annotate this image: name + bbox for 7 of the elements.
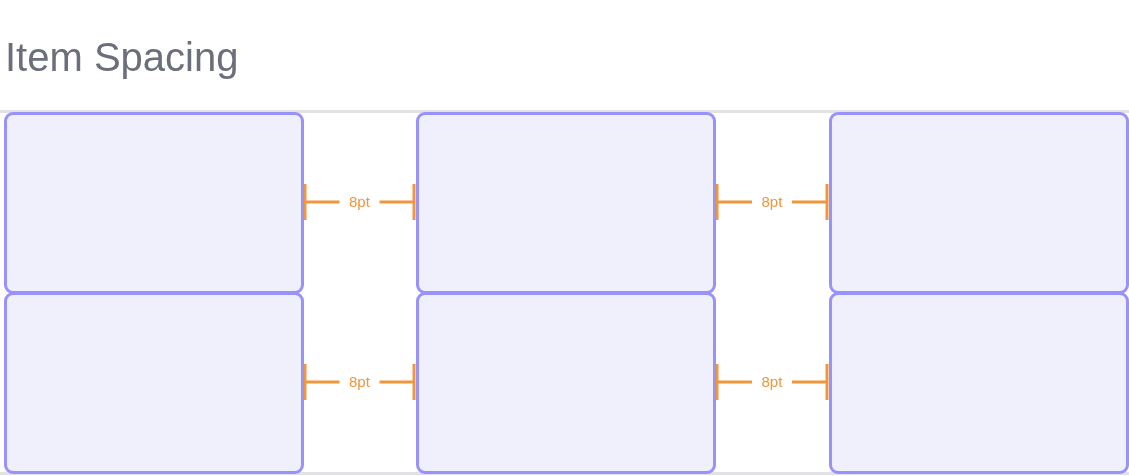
layout-box bbox=[416, 112, 716, 294]
layout-box bbox=[4, 292, 304, 474]
layout-box bbox=[829, 292, 1129, 474]
layout-box bbox=[416, 292, 716, 474]
heading: Item Spacing bbox=[5, 34, 239, 80]
layout-box bbox=[829, 112, 1129, 294]
layout-box bbox=[4, 112, 304, 294]
